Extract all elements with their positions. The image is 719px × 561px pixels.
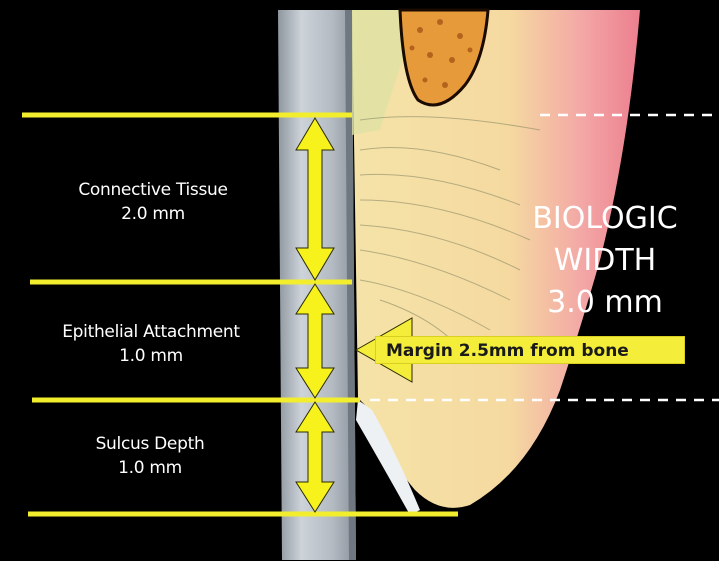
epithelial-attachment-label: Epithelial Attachment 1.0 mm [20, 320, 282, 368]
sulcus-depth-label: Sulcus Depth 1.0 mm [30, 432, 270, 480]
connective-tissue-value: 2.0 mm [28, 202, 278, 226]
epithelial-attachment-value: 1.0 mm [20, 344, 282, 368]
sulcus-depth-value: 1.0 mm [30, 456, 270, 480]
sulcus-depth-name: Sulcus Depth [30, 432, 270, 456]
connective-tissue-label: Connective Tissue 2.0 mm [28, 178, 278, 226]
biologic-width-line1: BIOLOGIC [495, 198, 715, 240]
connective-tissue-name: Connective Tissue [28, 178, 278, 202]
epithelial-attachment-name: Epithelial Attachment [20, 320, 282, 344]
biologic-width-line2: WIDTH [495, 240, 715, 282]
biologic-width-label: BIOLOGIC WIDTH 3.0 mm [495, 198, 715, 324]
margin-note: Margin 2.5mm from bone [375, 336, 685, 364]
biologic-width-line3: 3.0 mm [495, 282, 715, 324]
